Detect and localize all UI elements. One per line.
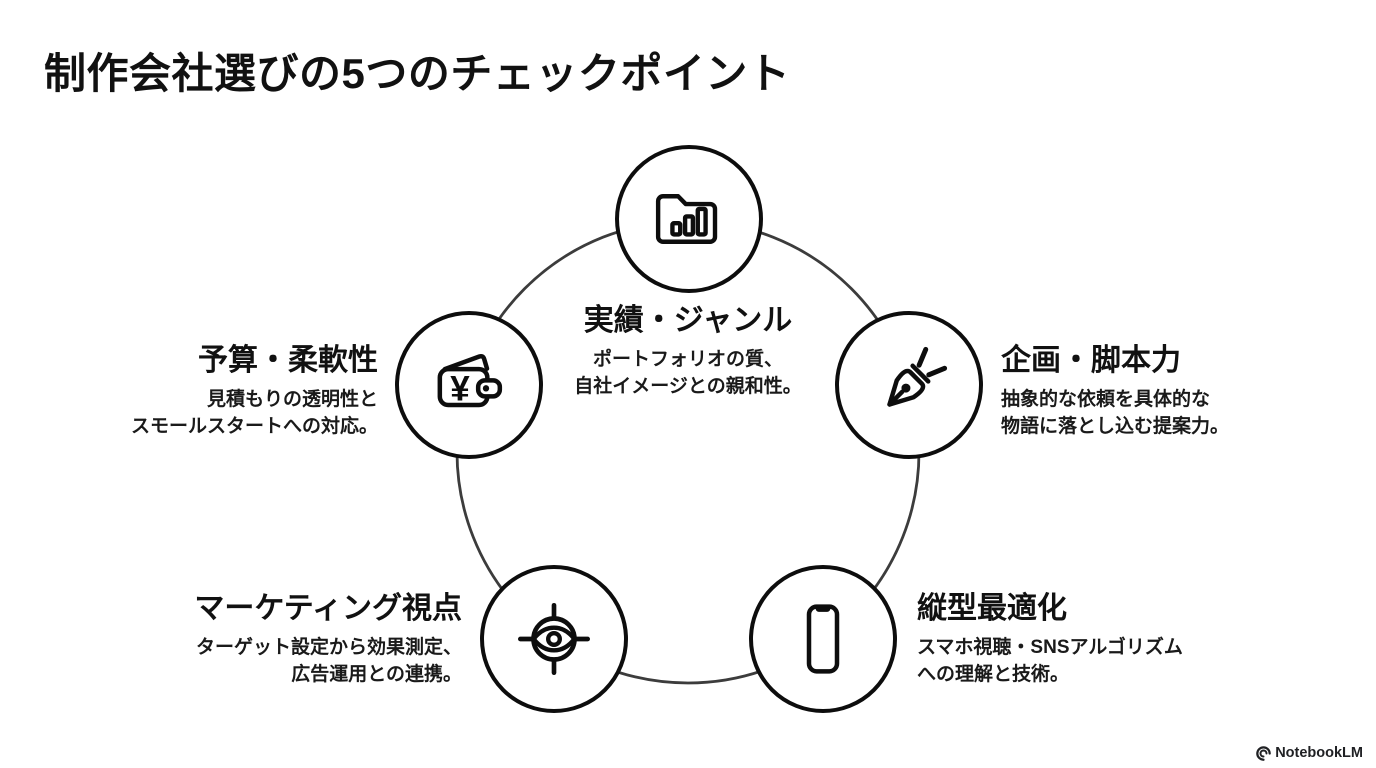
label-block-planning: 企画・脚本力 抽象的な依頼を具体的な 物語に落とし込む提案力。 bbox=[1001, 341, 1229, 440]
description-line: スマホ視聴・SNSアルゴリズム bbox=[917, 637, 1183, 658]
smartphone-icon bbox=[806, 604, 840, 674]
description-line: 物語に落とし込む提案力。 bbox=[1001, 416, 1230, 437]
description-line: ターゲット設定から効果測定、 bbox=[195, 637, 462, 658]
node-description: ターゲット設定から効果測定、 広告運用との連携。 bbox=[194, 634, 462, 688]
node-circle-track-record bbox=[615, 145, 763, 293]
label-block-vertical-video: 縦型最適化 スマホ視聴・SNSアルゴリズム への理解と技術。 bbox=[917, 589, 1183, 688]
target-eye-icon bbox=[518, 603, 590, 675]
description-line: 自社イメージとの親和性。 bbox=[574, 376, 802, 397]
notebooklm-watermark: NotebookLM bbox=[1256, 745, 1363, 761]
node-title: 実績・ジャンル bbox=[583, 304, 793, 337]
pen-nib-icon bbox=[887, 346, 948, 407]
label-block-track-record: 実績・ジャンル ポートフォリオの質、 自社イメージとの親和性。 bbox=[574, 301, 801, 400]
notebooklm-logo-icon bbox=[1256, 745, 1272, 761]
node-title: 予算・柔軟性 bbox=[198, 344, 378, 377]
wallet-yen-icon: ¥ bbox=[437, 353, 503, 408]
node-description: 見積もりの透明性と スモールスタートへの対応。 bbox=[131, 386, 378, 440]
label-block-marketing: マーケティング視点 ターゲット設定から効果測定、 広告運用との連携。 bbox=[194, 589, 462, 688]
description-line: への理解と技術。 bbox=[917, 664, 1070, 685]
notebooklm-logo-text: NotebookLM bbox=[1275, 745, 1363, 761]
node-description: 抽象的な依頼を具体的な 物語に落とし込む提案力。 bbox=[1001, 386, 1229, 440]
description-line: 広告運用との連携。 bbox=[291, 664, 462, 685]
page-title: 制作会社選びの5つのチェックポイント bbox=[44, 50, 791, 97]
node-title: 企画・脚本力 bbox=[1001, 344, 1181, 377]
node-title: マーケティング視点 bbox=[194, 592, 462, 625]
node-circle-budget: ¥ bbox=[395, 311, 543, 459]
node-circle-vertical-video bbox=[749, 565, 897, 713]
description-line: 抽象的な依頼を具体的な bbox=[1001, 389, 1211, 410]
description-line: 見積もりの透明性と bbox=[206, 389, 378, 410]
description-line: スモールスタートへの対応。 bbox=[130, 416, 378, 437]
node-circle-planning bbox=[835, 311, 983, 459]
node-circle-marketing bbox=[480, 565, 628, 713]
folder-bar-chart-icon bbox=[655, 194, 718, 244]
label-block-budget: 予算・柔軟性 見積もりの透明性と スモールスタートへの対応。 bbox=[131, 341, 378, 440]
node-description: ポートフォリオの質、 自社イメージとの親和性。 bbox=[574, 346, 801, 400]
yen-symbol: ¥ bbox=[450, 369, 470, 408]
description-line: ポートフォリオの質、 bbox=[592, 349, 783, 370]
node-description: スマホ視聴・SNSアルゴリズム への理解と技術。 bbox=[917, 634, 1183, 688]
node-title: 縦型最適化 bbox=[917, 592, 1067, 625]
